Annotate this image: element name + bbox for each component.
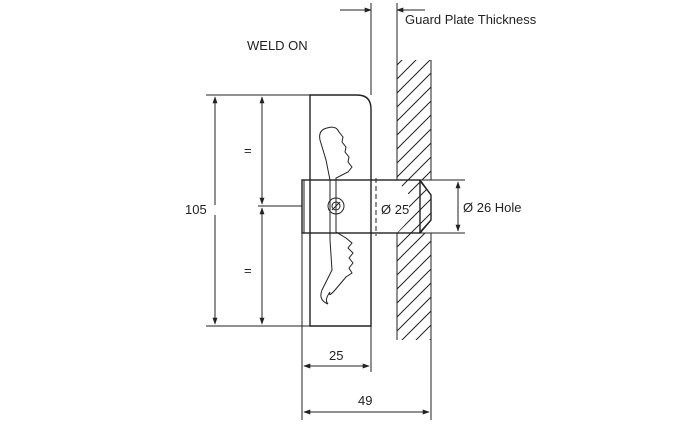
guard-plate-thickness-label: Guard Plate Thickness (405, 12, 537, 27)
weld-on-label: WELD ON (247, 38, 308, 53)
body-width-dimension: 25 (301, 233, 372, 420)
height-value: 105 (185, 202, 207, 217)
hole-diameter-label: Ø 26 Hole (463, 200, 522, 215)
equal-split-dimension: = = (244, 96, 302, 325)
height-dimension: 105 (185, 94, 310, 327)
body-width-value: 25 (329, 348, 343, 363)
pin-diameter-label: Ø 25 (381, 202, 409, 217)
hole-diameter-dimension: Ø 26 Hole (420, 179, 522, 234)
guard-plate (396, 60, 432, 340)
overall-width-value: 49 (358, 393, 372, 408)
catch-body (309, 94, 372, 327)
guard-plate-thickness-dimension: Guard Plate Thickness (340, 3, 537, 95)
equal-top: = (244, 143, 252, 158)
overall-width-dimension: 49 (303, 340, 432, 420)
equal-bottom: = (244, 263, 252, 278)
